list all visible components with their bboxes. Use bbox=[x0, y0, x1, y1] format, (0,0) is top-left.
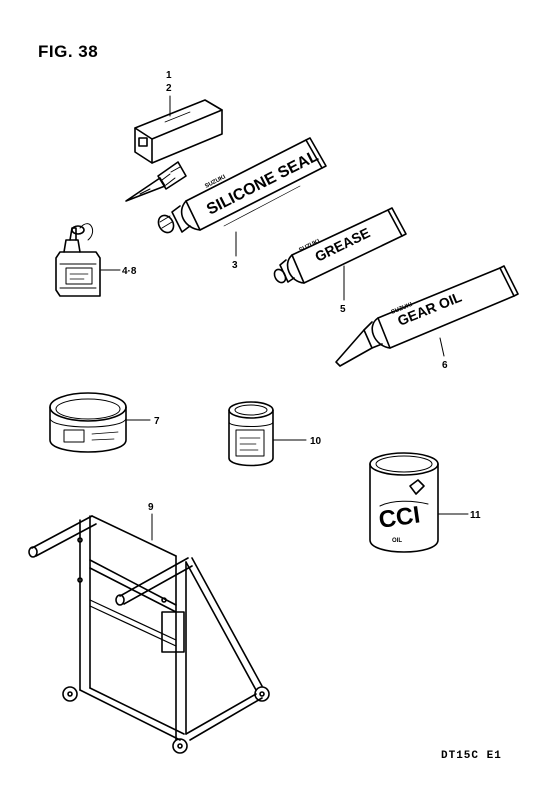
drawing-code: DT15C E1 bbox=[441, 750, 502, 762]
part-small-bottle[interactable] bbox=[55, 223, 101, 297]
callout-4-8: 4·8 bbox=[122, 266, 137, 277]
callout-3: 3 bbox=[232, 260, 238, 271]
cci-sub-label: OIL bbox=[392, 538, 402, 544]
part-grease-tube[interactable]: GREASE SUZUKI bbox=[272, 207, 407, 285]
callout-11: 11 bbox=[470, 510, 481, 521]
part-engine-stand[interactable] bbox=[28, 515, 270, 754]
callout-9: 9 bbox=[148, 502, 154, 513]
part-cci-oil-can[interactable]: CCI OIL bbox=[369, 452, 439, 553]
grease-label: GREASE bbox=[312, 224, 372, 264]
leader-lines bbox=[100, 95, 469, 541]
part-small-can[interactable] bbox=[228, 401, 274, 467]
suzuki-logo-icon bbox=[409, 479, 425, 495]
suzuki-logo-icon bbox=[138, 137, 148, 147]
figure-title: FIG. 38 bbox=[38, 42, 99, 61]
callout-10: 10 bbox=[310, 436, 322, 447]
part-gear-oil-tube[interactable]: GEAR OIL SUZUKI bbox=[335, 265, 519, 367]
callout-2: 2 bbox=[166, 83, 172, 94]
cci-label: CCI bbox=[377, 501, 422, 533]
callout-1: 1 bbox=[166, 70, 172, 81]
part-applicator-nozzle[interactable] bbox=[125, 161, 187, 202]
part-flat-tin[interactable] bbox=[49, 392, 127, 453]
callout-5: 5 bbox=[340, 304, 346, 315]
callout-7: 7 bbox=[154, 416, 160, 427]
callout-6: 6 bbox=[442, 360, 448, 371]
part-silicone-seal-tube[interactable]: SILICONE SEAL SUZUKI bbox=[155, 137, 327, 235]
part-bond-block[interactable] bbox=[134, 99, 223, 164]
